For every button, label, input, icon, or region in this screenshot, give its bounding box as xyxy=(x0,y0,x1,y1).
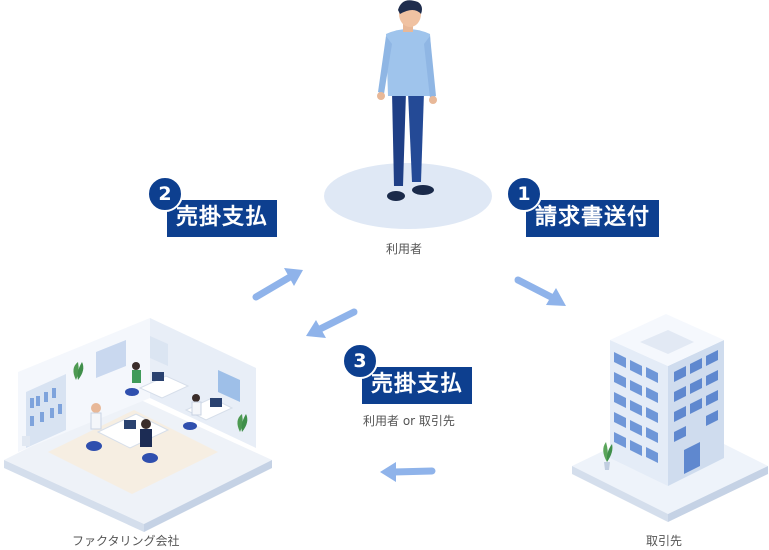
arrow-user-to-factoring xyxy=(306,308,358,338)
user-label: 利用者 xyxy=(386,242,423,256)
step-2-badge: 2 売掛支払 xyxy=(147,176,278,237)
step-3-badge: 3 売掛支払 xyxy=(342,343,473,404)
step-3-label: 売掛支払 xyxy=(362,367,473,404)
user-platform xyxy=(324,163,492,229)
arrow-client-to-factoring xyxy=(380,462,436,482)
step-3-number: 3 xyxy=(342,343,378,379)
client-building xyxy=(572,314,768,522)
step-2-label: 売掛支払 xyxy=(167,200,278,237)
step-1-number: 1 xyxy=(506,176,542,212)
step-1-badge: 1 請求書送付 xyxy=(506,176,660,237)
arrow-user-to-client xyxy=(514,276,566,306)
person-figure xyxy=(377,0,437,201)
step-1-label: 請求書送付 xyxy=(526,200,660,237)
client-label: 取引先 xyxy=(646,534,683,548)
step-2-number: 2 xyxy=(147,176,183,212)
factoring-office xyxy=(4,318,272,532)
arrow-factoring-to-user xyxy=(252,268,303,301)
factoring-label: ファクタリング会社 xyxy=(72,534,180,548)
step-3-caption: 利用者 or 取引先 xyxy=(363,414,455,428)
